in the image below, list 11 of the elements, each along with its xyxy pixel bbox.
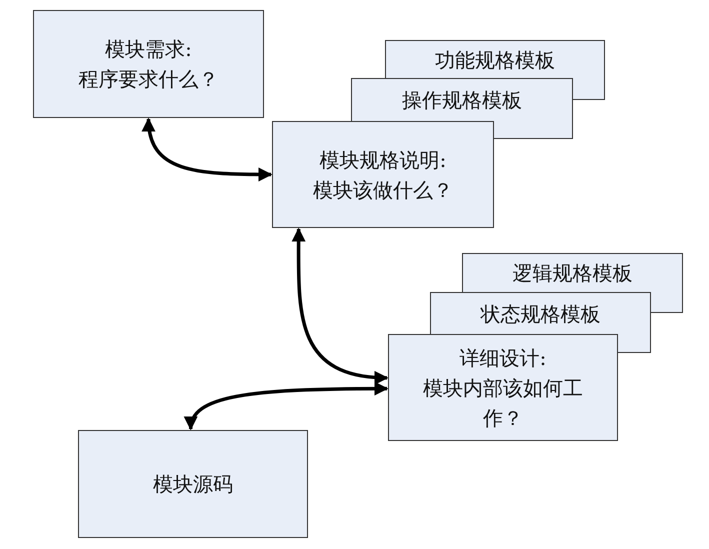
process-box: 模块规格说明:模块该做什么？ <box>272 121 494 228</box>
arrow <box>292 228 388 384</box>
template-card: 逻辑规格模板 <box>462 253 683 292</box>
process-box: 模块源码 <box>78 430 308 538</box>
process-box: 模块需求:程序要求什么？ <box>33 10 264 118</box>
arrow <box>142 118 272 182</box>
arrow <box>186 382 388 430</box>
template-card: 状态规格模板 <box>430 292 651 334</box>
process-box: 详细设计:模块内部该如何工作？ <box>388 334 618 441</box>
template-card: 操作规格模板 <box>351 78 573 121</box>
template-card: 功能规格模板 <box>385 40 605 78</box>
